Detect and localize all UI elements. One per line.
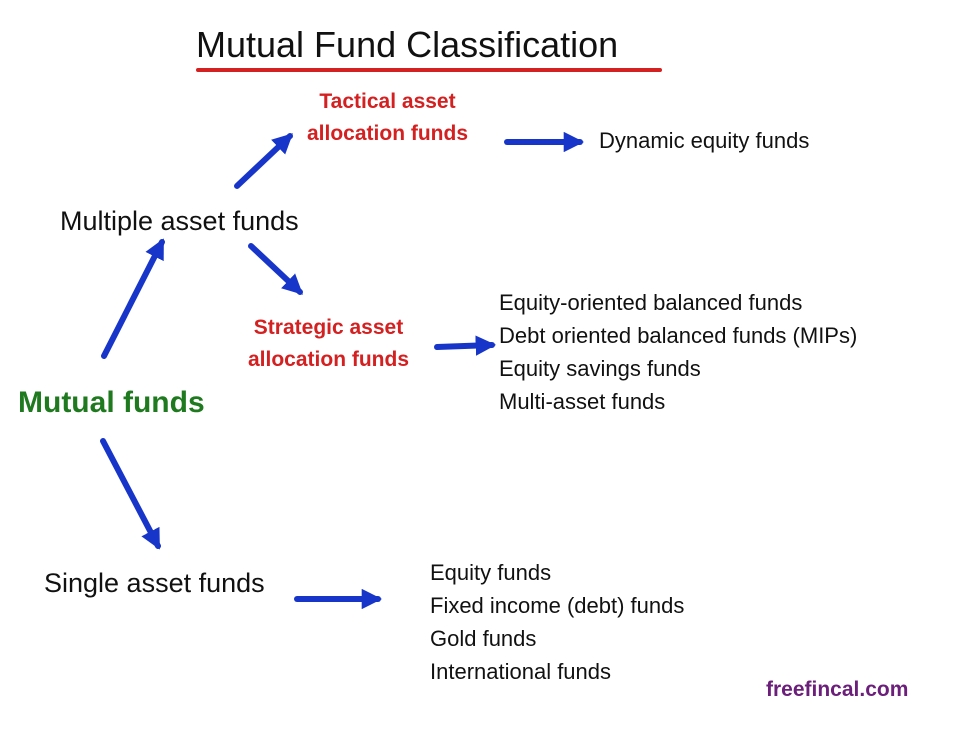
list-item: Dynamic equity funds (599, 128, 810, 153)
list-item: Fixed income (debt) funds (430, 593, 685, 618)
strategic-line-2: allocation funds (248, 348, 410, 371)
page-title: Mutual Fund Classification (196, 24, 619, 65)
list-item: Equity savings funds (499, 356, 701, 381)
title-underline (196, 68, 662, 72)
single-asset-funds-node: Single asset funds (44, 568, 265, 598)
tactical-line-2: allocation funds (307, 122, 469, 145)
multiple-asset-funds-node: Multiple asset funds (60, 206, 299, 236)
brand-watermark: freefincal.com (766, 678, 909, 701)
list-item: Debt oriented balanced funds (MIPs) (499, 323, 858, 348)
arrow-multiple-to-tactical (234, 133, 293, 189)
strategic-asset-allocation-node: Strategic asset allocation funds (248, 312, 409, 376)
list-item: Equity funds (430, 560, 552, 585)
tactical-line-1: Tactical asset (319, 90, 456, 113)
list-item: International funds (430, 659, 612, 684)
strategic-line-1: Strategic asset (253, 316, 404, 339)
list-item: Gold funds (430, 626, 537, 651)
arrow-root-to-single (100, 438, 161, 550)
tactical-fund-list: Dynamic equity funds (599, 124, 809, 157)
list-item: Multi-asset funds (499, 389, 666, 414)
arrow-multiple-to-strategic (248, 243, 303, 295)
arrow-root-to-multiple (101, 238, 165, 359)
tactical-asset-allocation-node: Tactical asset allocation funds (307, 86, 468, 150)
single-asset-fund-list: Equity funds Fixed income (debt) funds G… (430, 556, 684, 688)
list-item: Equity-oriented balanced funds (499, 290, 803, 315)
arrow-strategic-to-list (434, 335, 497, 356)
strategic-fund-list: Equity-oriented balanced funds Debt orie… (499, 286, 857, 418)
mutual-funds-root-node: Mutual funds (18, 386, 205, 419)
